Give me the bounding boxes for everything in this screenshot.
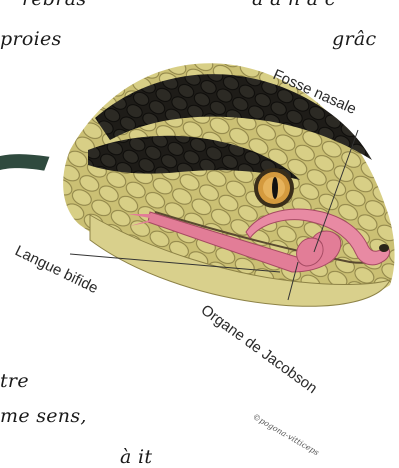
nostril bbox=[379, 244, 389, 252]
eye bbox=[254, 168, 294, 208]
